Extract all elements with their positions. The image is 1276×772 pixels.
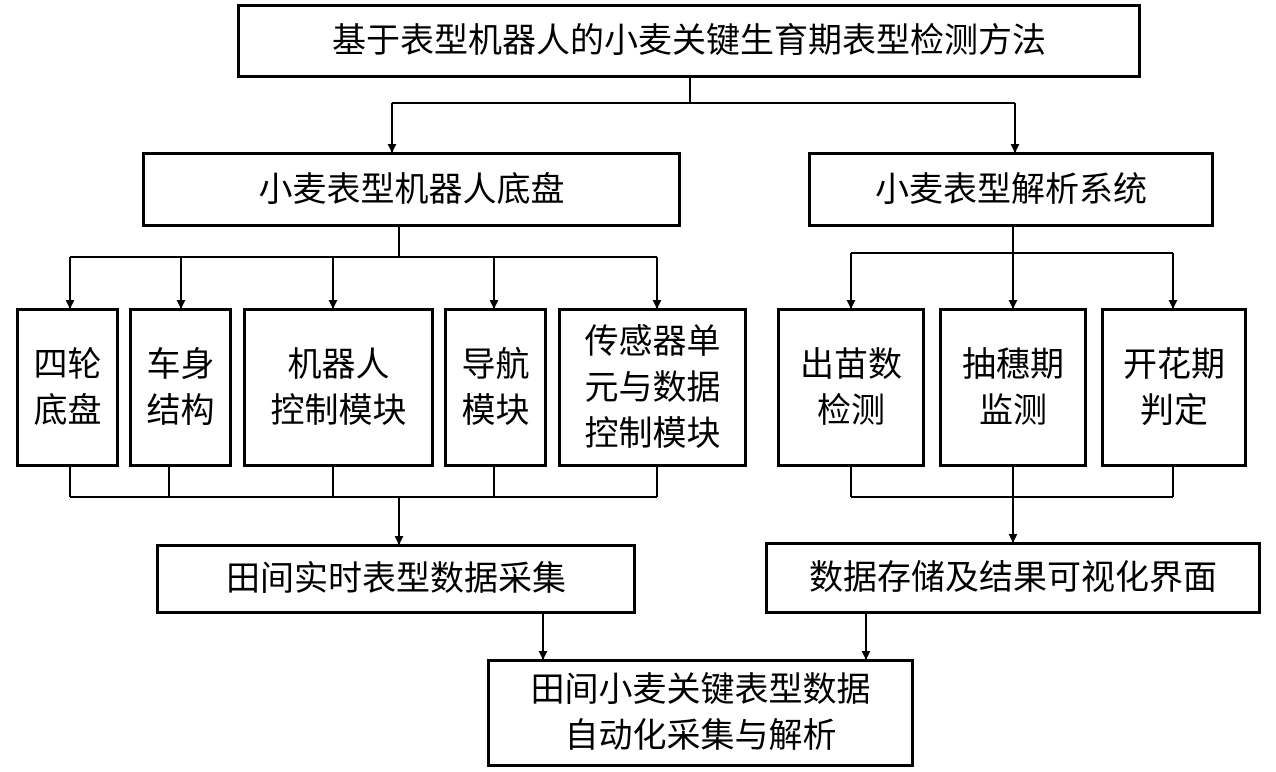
left-branch-box: 小麦表型机器人底盘 [142,152,681,227]
rmodule-box-1: 出苗数 检测 [777,308,925,467]
rmodule-box-3: 开花期 判定 [1101,308,1247,467]
module-box-5: 传感器单 元与数据 控制模块 [558,308,747,467]
rmodule-box-2: 抽穗期 监测 [939,308,1087,467]
module-box-4: 导航 模块 [444,308,547,467]
module-box-2: 车身 结构 [129,308,232,467]
connector-left-split [70,227,657,258]
module-box-1: 四轮 底盘 [16,308,119,467]
connector-title-split [392,78,1015,104]
module-box-3: 机器人 控制模块 [243,308,434,467]
connector-left-merge [69,467,658,498]
final-box: 田间小麦关键表型数据 自动化采集与解析 [487,659,914,767]
title-box: 基于表型机器人的小麦关键生育期表型检测方法 [237,4,1141,78]
left-output-box: 田间实时表型数据采集 [156,544,636,614]
right-output-box: 数据存储及结果可视化界面 [765,542,1261,614]
right-branch-box: 小麦表型解析系统 [808,152,1214,227]
